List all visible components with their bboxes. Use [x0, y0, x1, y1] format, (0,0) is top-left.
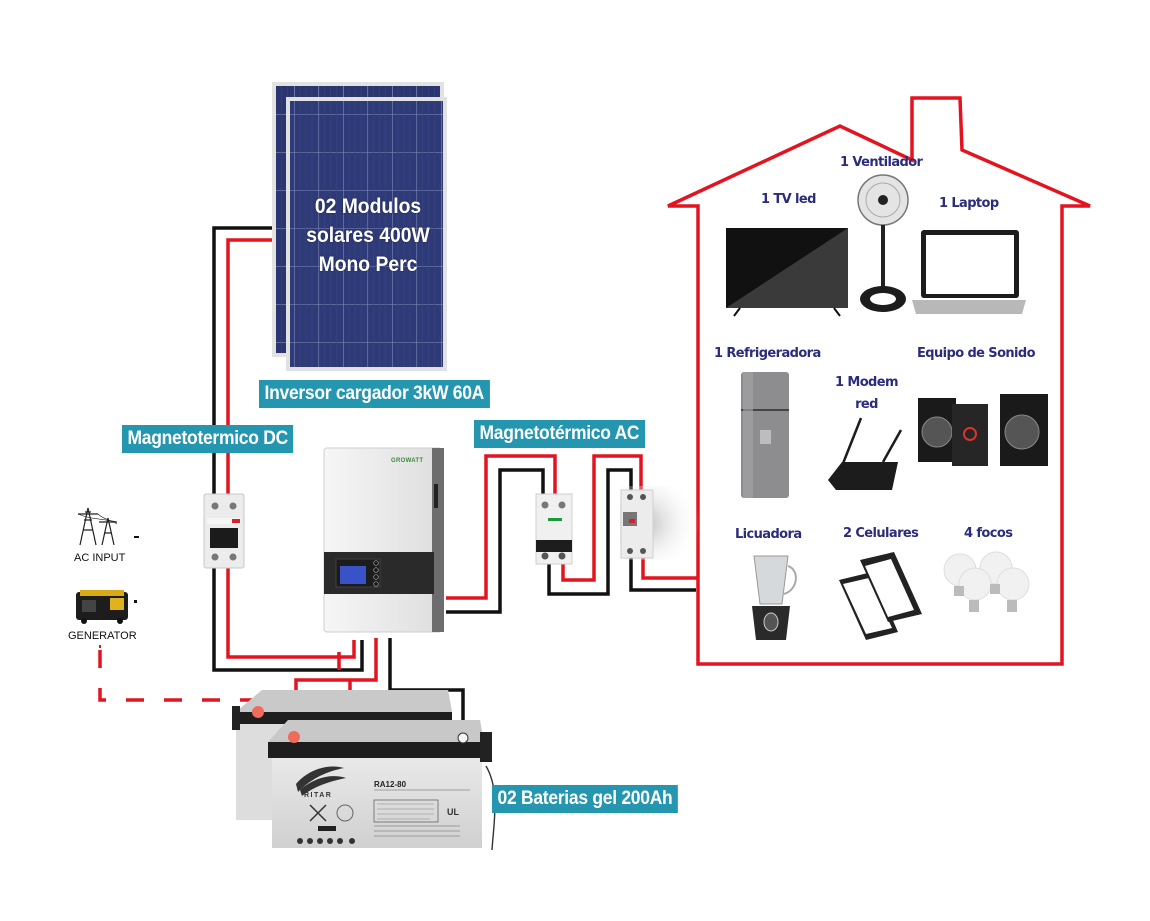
- dc-breaker-device: [203, 493, 245, 569]
- ac-input-label: AC INPUT: [74, 552, 126, 564]
- phones-image: [839, 552, 922, 640]
- sound-system-image: [918, 394, 1048, 466]
- modem-image: [828, 417, 903, 490]
- svg-text:UL: UL: [447, 807, 459, 817]
- ac-breaker-rcd: [620, 486, 700, 560]
- solar-label-line: Mono Perc: [318, 253, 418, 276]
- house-outline: [667, 96, 1091, 666]
- generator-dashed-wire: [98, 650, 290, 702]
- battery-brand: RITAR: [304, 792, 333, 799]
- appliance-label-modem: 1 Modem red: [835, 372, 899, 416]
- inverter-device: [323, 447, 444, 633]
- tv-image: [726, 228, 848, 317]
- solar-panel-front: [286, 97, 447, 371]
- ac-breaker-label: Magnetotérmico AC: [474, 420, 645, 448]
- appliance-label-sound: Equipo de Sonido: [917, 346, 1036, 361]
- laptop-image: [912, 230, 1026, 314]
- appliance-label-laptop: 1 Laptop: [939, 196, 999, 211]
- appliance-label-tv: 1 TV led: [761, 192, 816, 207]
- battery-model: RA12-80: [374, 780, 407, 789]
- dc-breaker-label: Magnetotermico DC: [122, 425, 294, 453]
- generator-label: GENERATOR: [68, 630, 137, 642]
- fridge-image: [741, 372, 789, 498]
- appliance-label-blender: Licuadora: [735, 527, 802, 542]
- solar-label-line: 02 Modulos: [314, 195, 422, 218]
- appliance-label-bulbs: 4 focos: [964, 526, 1013, 541]
- solar-label-line: solares 400W: [306, 224, 430, 247]
- solar-panels-label: 02 Modulos solares 400W Mono Perc: [290, 192, 446, 279]
- pv-wires: [212, 226, 465, 736]
- generator-icon: [76, 590, 128, 624]
- transmission-tower-icon: [77, 507, 118, 546]
- modem-label-line: 1 Modem: [835, 375, 899, 390]
- appliance-label-fridge: 1 Refrigeradora: [714, 346, 821, 361]
- bulbs-image: [943, 551, 1030, 612]
- fan-image: [857, 174, 909, 312]
- blender-image: [752, 555, 797, 640]
- batteries-label: 02 Baterias gel 200Ah: [492, 785, 678, 813]
- battery-front: UL: [268, 720, 496, 851]
- generator-wire-start: [99, 645, 101, 648]
- inverter-label: Inversor cargador 3kW 60A: [259, 380, 490, 408]
- appliance-label-phones: 2 Celulares: [843, 526, 919, 541]
- ac-input-terminal: [134, 536, 139, 538]
- inverter-brand: GROWATT: [391, 458, 424, 464]
- generator-terminal: [134, 600, 137, 603]
- appliance-label-fan: 1 Ventilador: [840, 155, 923, 170]
- ac-breaker-mcb: [535, 493, 573, 565]
- modem-label-line: red: [855, 397, 878, 412]
- ac-wires: [446, 454, 698, 614]
